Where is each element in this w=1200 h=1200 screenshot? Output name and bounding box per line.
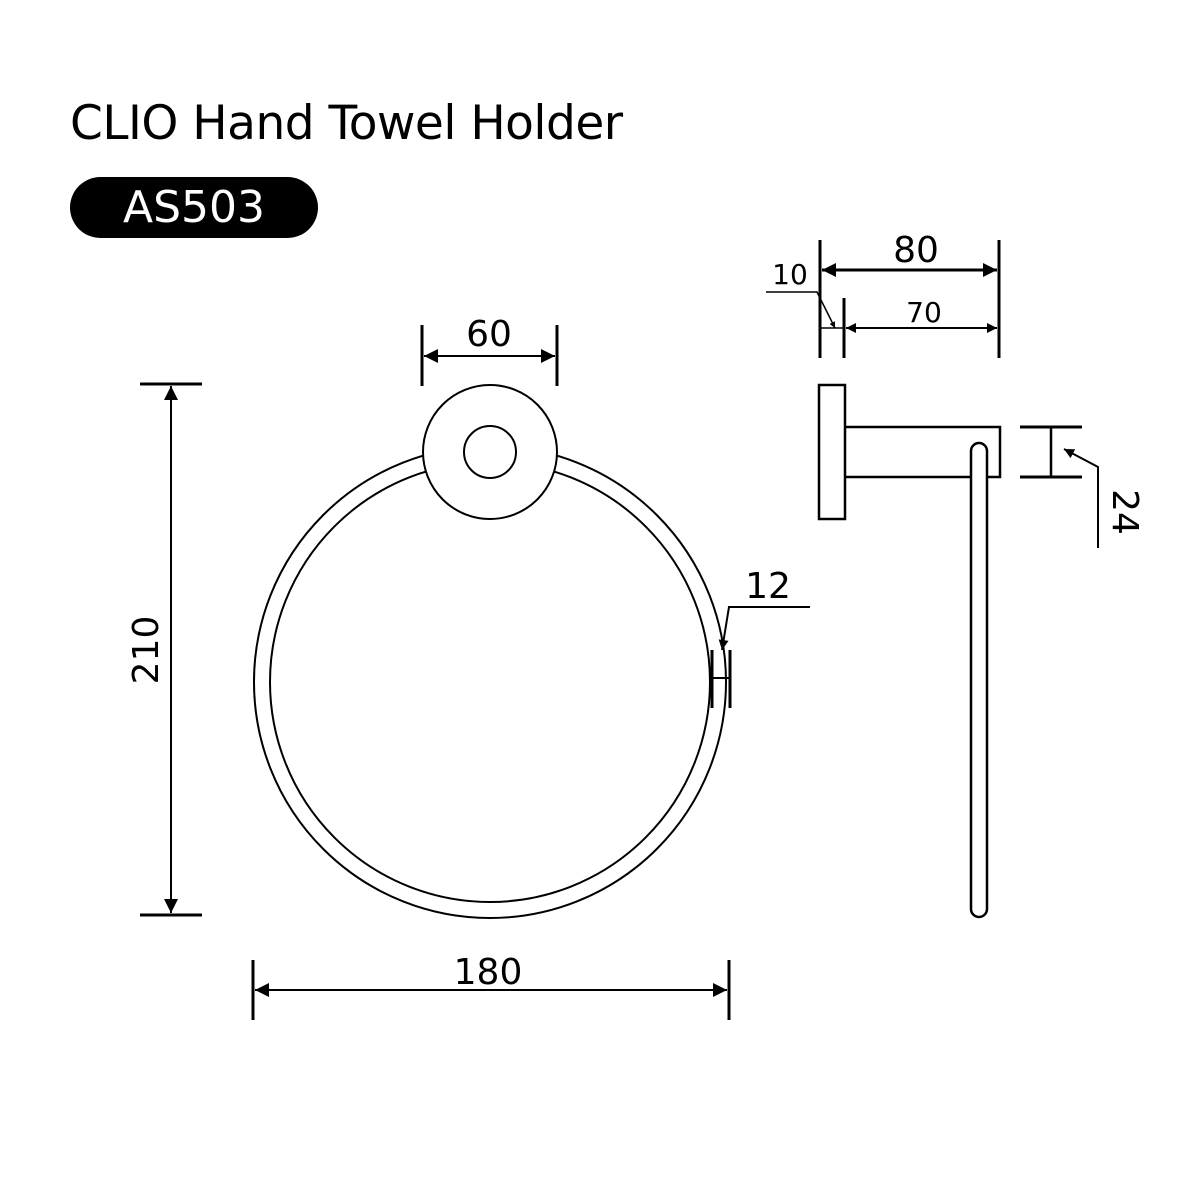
- dim-arm-diameter: [1020, 425, 1099, 548]
- dim-tube-diameter: [710, 606, 810, 708]
- dim-ring-height: [140, 382, 202, 917]
- arm: [845, 425, 1002, 479]
- dim-label-24: 24: [1104, 489, 1145, 535]
- wall-rosette: [422, 384, 558, 520]
- dim-label-60: 60: [466, 314, 512, 355]
- dim-rosette-diameter: [420, 325, 559, 386]
- front-view: [253, 384, 727, 919]
- dim-label-80: 80: [893, 230, 939, 271]
- dim-label-10: 10: [772, 258, 808, 291]
- product-title: CLIO Hand Towel Holder: [70, 96, 623, 151]
- model-code-badge: AS503: [70, 177, 318, 238]
- ring-side: [969, 441, 989, 919]
- dim-label-70: 70: [906, 296, 942, 329]
- ring-inner: [269, 461, 711, 903]
- dim-label-180: 180: [454, 952, 523, 993]
- rosette-center: [463, 425, 517, 479]
- model-code: AS503: [122, 182, 265, 233]
- dim-label-12: 12: [745, 566, 791, 607]
- dim-plate-thickness: [766, 291, 836, 329]
- dim-label-210: 210: [126, 616, 167, 685]
- wall-plate: [817, 383, 847, 521]
- dim-ring-width: [251, 960, 731, 1020]
- side-view: [817, 383, 1002, 919]
- dim-arm-length: [820, 298, 997, 358]
